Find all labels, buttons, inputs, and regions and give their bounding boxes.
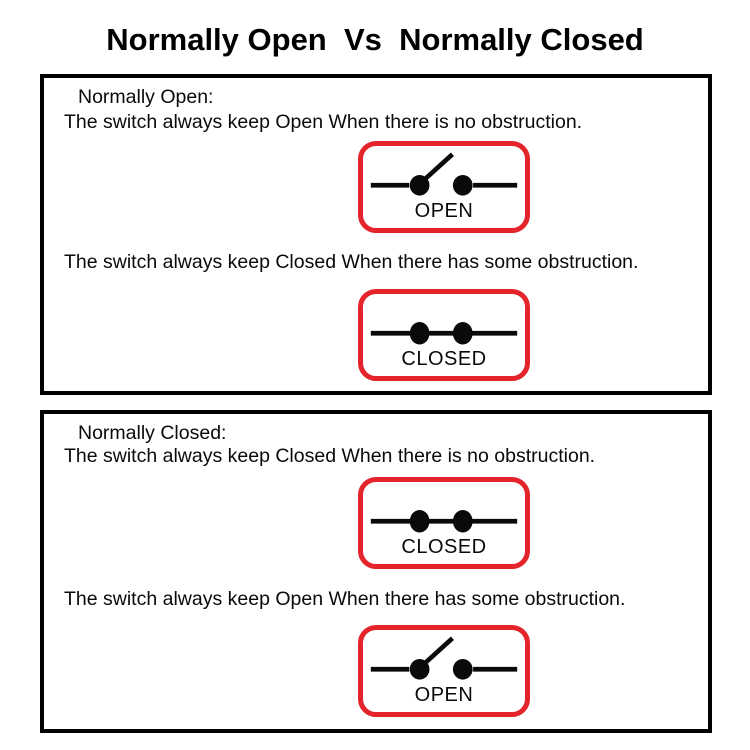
closed-switch-icon: [370, 322, 518, 345]
switch-state-label: OPEN: [414, 684, 474, 706]
description-line: The switch always keep Closed When there…: [64, 445, 596, 467]
normally-open-panel: Normally Open: The switch always keep Op…: [40, 74, 712, 395]
switch-state-label: OPEN: [414, 200, 474, 222]
switch-card-closed: CLOSED: [358, 289, 530, 381]
switch-card-closed: CLOSED: [358, 477, 530, 569]
description-line: The switch always keep Open When there i…: [64, 111, 583, 133]
normally-closed-panel: Normally Closed: The switch always keep …: [40, 410, 712, 733]
panel-heading: Normally Closed:: [78, 422, 227, 444]
closed-switch-icon: [370, 510, 518, 533]
description-line: The switch always keep Open When there h…: [64, 588, 626, 610]
open-switch-icon: [370, 152, 518, 196]
switch-card-open: OPEN: [358, 625, 530, 717]
open-switch-icon: [370, 636, 518, 680]
description-line: The switch always keep Closed When there…: [64, 251, 639, 273]
switch-card-open: OPEN: [358, 141, 530, 233]
page-title: Normally Open Vs Normally Closed: [106, 22, 644, 57]
switch-state-label: CLOSED: [401, 536, 487, 558]
switch-state-label: CLOSED: [401, 348, 487, 370]
panel-heading: Normally Open:: [78, 86, 214, 108]
